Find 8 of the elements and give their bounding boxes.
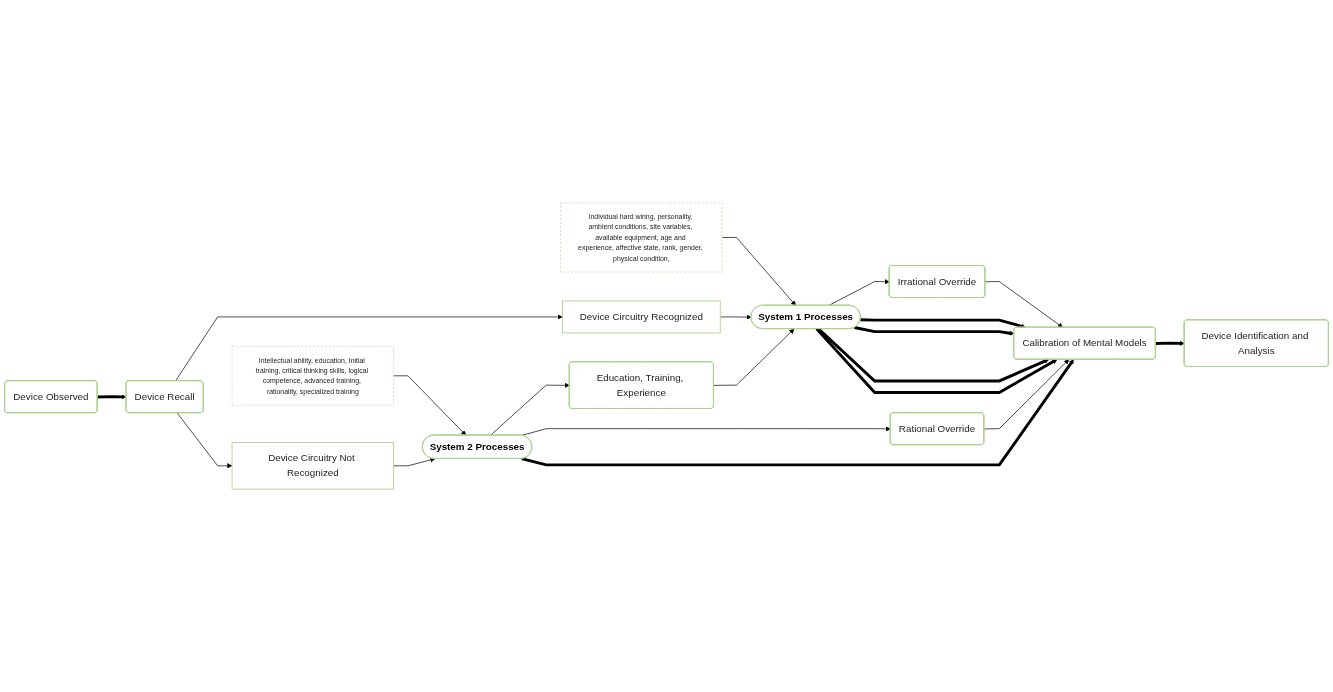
arrow [1155, 340, 1185, 346]
node-box: Device Circuitry Recognized [562, 300, 721, 334]
arrow [97, 394, 127, 400]
arrow [854, 326, 1015, 336]
node-box: Device Circuitry Not Recognized [231, 442, 394, 490]
arrow [815, 327, 1058, 394]
arrow [860, 318, 1026, 329]
arrow [817, 327, 1049, 383]
